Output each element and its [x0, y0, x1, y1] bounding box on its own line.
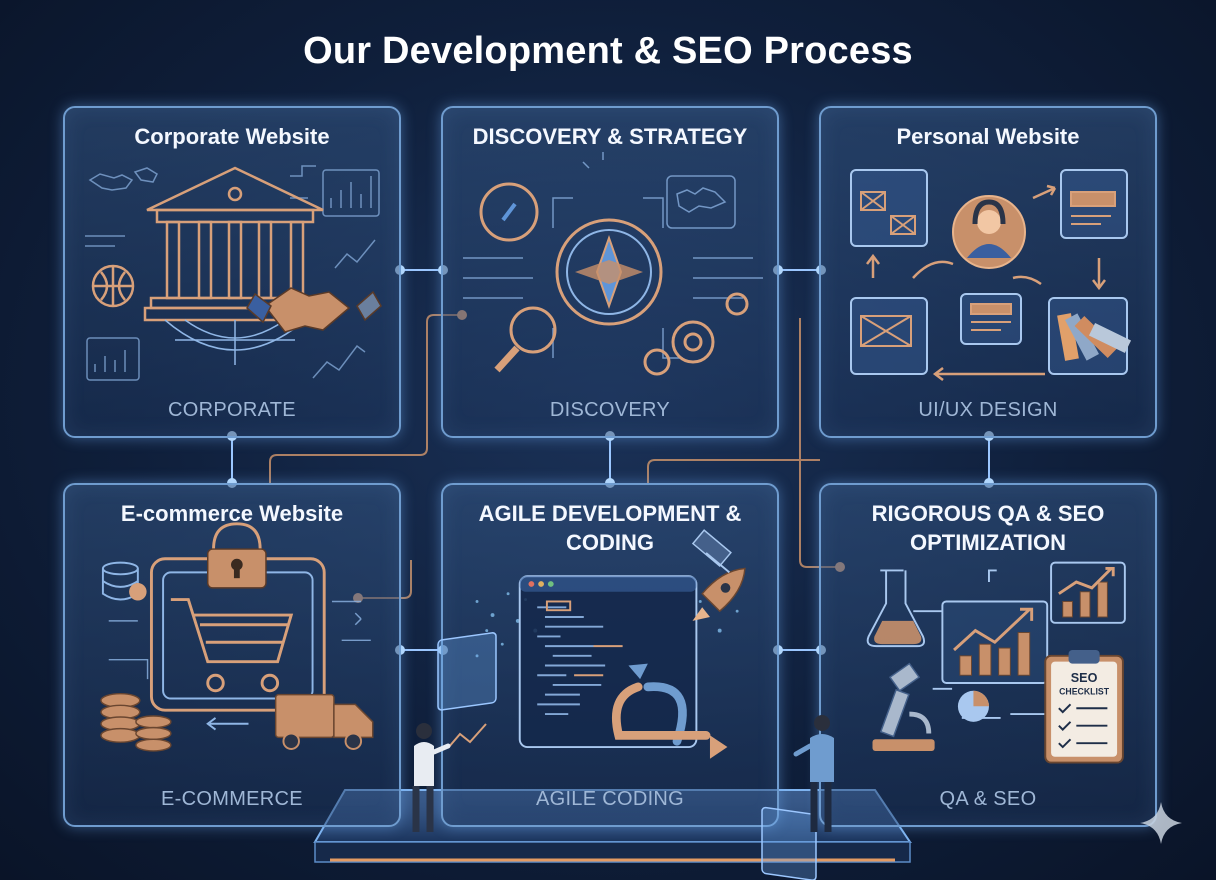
- bank-building-icon: [85, 165, 382, 381]
- card-title: RIGOROUS QA & SEO OPTIMIZATION: [871, 501, 1105, 555]
- card-footer-label: DISCOVERY: [549, 399, 671, 421]
- card-agile-development: AGILE DEVELOPMENT & CODING AGILE CODING: [441, 483, 779, 827]
- card-personal-website: Personal Website UI/UX DESIGN: [819, 106, 1157, 438]
- code-window-icon: [475, 529, 746, 759]
- card-title: DISCOVERY & STRATEGY: [472, 124, 748, 149]
- user-avatar-icon: [850, 169, 1132, 381]
- card-ecommerce-website: E-commerce Website E-COMMERCE: [63, 483, 401, 827]
- sparkle-icon: [1140, 802, 1182, 844]
- card-qa-seo: SEO CHECKLIST RIGOROUS QA & SEO OPTIMIZA…: [819, 483, 1157, 827]
- card-title: AGILE DEVELOPMENT & CODING: [478, 501, 742, 555]
- card-title: Corporate Website: [134, 124, 330, 149]
- seo-checklist-icon: SEO CHECKLIST: [866, 561, 1126, 764]
- card-title: Personal Website: [896, 124, 1080, 149]
- card-discovery-strategy: DISCOVERY & STRATEGY DISCOVERY: [441, 106, 779, 438]
- card-footer-label: QA & SEO: [939, 788, 1037, 810]
- card-footer-label: E-COMMERCE: [161, 788, 303, 810]
- card-corporate-website: Corporate Website CORPORATE: [63, 106, 401, 438]
- card-footer-label: AGILE CODING: [535, 788, 685, 810]
- card-title: E-commerce Website: [120, 501, 344, 526]
- page-title: Our Development & SEO Process: [303, 30, 913, 72]
- compass-icon: [463, 152, 763, 376]
- checklist-line2: CHECKLIST: [1059, 687, 1110, 697]
- card-footer-label: CORPORATE: [168, 399, 296, 421]
- card-footer-label: UI/UX DESIGN: [918, 399, 1058, 421]
- shopping-cart-icon: [100, 522, 374, 752]
- checklist-line1: SEO: [1071, 671, 1098, 685]
